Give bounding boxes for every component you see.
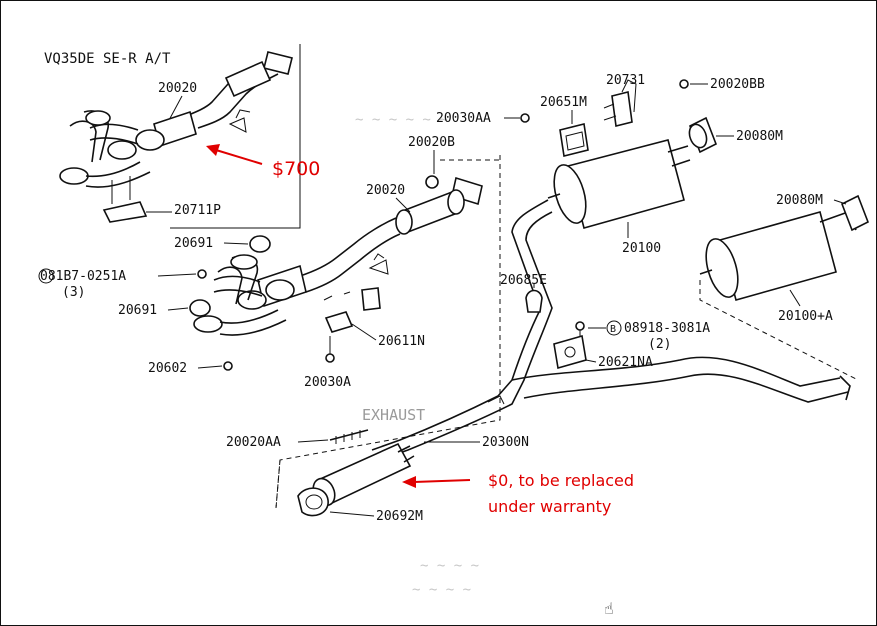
nut-20602 [223, 361, 233, 371]
label-20621na: 20621NA [598, 355, 653, 370]
label-20030aa: 20030AA [436, 111, 491, 126]
nut-20020b [425, 175, 439, 189]
gasket-20691-a [249, 235, 271, 253]
label-20030a: 20030A [304, 375, 351, 390]
faint-watermark-3: ~ ~ ~ ~ [412, 582, 471, 598]
bracket-20611n [324, 311, 354, 333]
label-20611n: 20611N [378, 334, 425, 349]
gasket-20691-b [189, 299, 211, 317]
label-20020bb: 20020BB [710, 77, 765, 92]
rear-hangers [520, 79, 689, 157]
circled-b-icon [606, 320, 622, 336]
label-08918: 08918-3081A [624, 321, 710, 336]
label-20685e: 20685E [500, 273, 547, 288]
bolt-081b7 [197, 269, 207, 279]
label-20020aa: 20020AA [226, 435, 281, 450]
faint-watermark-1: ~ ~ ~ ~ ~ ~ [355, 112, 448, 128]
hand-cursor-icon: ☝ [604, 599, 614, 618]
mount-20611n [361, 287, 381, 311]
annotation-price-top: $700 [272, 158, 320, 180]
gasket-20692m [297, 487, 329, 517]
label-20602: 20602 [148, 361, 187, 376]
inset-vq35de: VQ35DE SE-R A/T 20020 $700 [44, 44, 320, 229]
center-pipe-20300n [371, 199, 851, 461]
label-20080m-top: 20080M [736, 129, 783, 144]
annotation-price-bottom-line1: $0, to be replaced [488, 471, 634, 490]
label-20020-mid: 20020 [366, 183, 405, 198]
label-20080m-right: 20080M [776, 193, 823, 208]
circled-b-letter: B [610, 324, 616, 335]
label-081b7-qty: (3) [62, 285, 85, 300]
label-20711p: 20711P [174, 203, 221, 218]
label-20731: 20731 [606, 73, 645, 88]
label-20100a: 20100+A [778, 309, 833, 324]
front-pipe-inset [59, 51, 293, 188]
muffler-20100 [547, 139, 691, 229]
label-20691-b: 20691 [118, 303, 157, 318]
tailpipe-tip-20080m [688, 116, 718, 154]
inset-title: VQ35DE SE-R A/T [44, 51, 171, 67]
faint-watermark-2: ~ ~ ~ ~ [420, 558, 479, 574]
stud-20020aa [329, 429, 369, 444]
bracket-20711p [102, 176, 148, 223]
label-20100: 20100 [622, 241, 661, 256]
label-20691-a: 20691 [174, 236, 213, 251]
label-08918-qty: (2) [648, 337, 671, 352]
hanger-20621na [553, 321, 587, 370]
exhaust-text: EXHAUST [362, 406, 425, 424]
label-20692m: 20692M [376, 509, 423, 524]
label-20020-top: 20020 [158, 81, 197, 96]
label-20300n: 20300N [482, 435, 529, 450]
muffler-20100a [699, 194, 870, 301]
front-pipe-main [193, 155, 501, 509]
label-20651m: 20651M [540, 95, 587, 110]
label-20020b: 20020B [408, 135, 455, 150]
circled-b-icon-left [38, 268, 54, 284]
bolt-20030a [325, 353, 335, 363]
annotation-price-bottom-line2: under warranty [488, 497, 611, 516]
hanger-20685e [525, 284, 543, 313]
label-081b7: 081B7-0251A [40, 269, 126, 284]
